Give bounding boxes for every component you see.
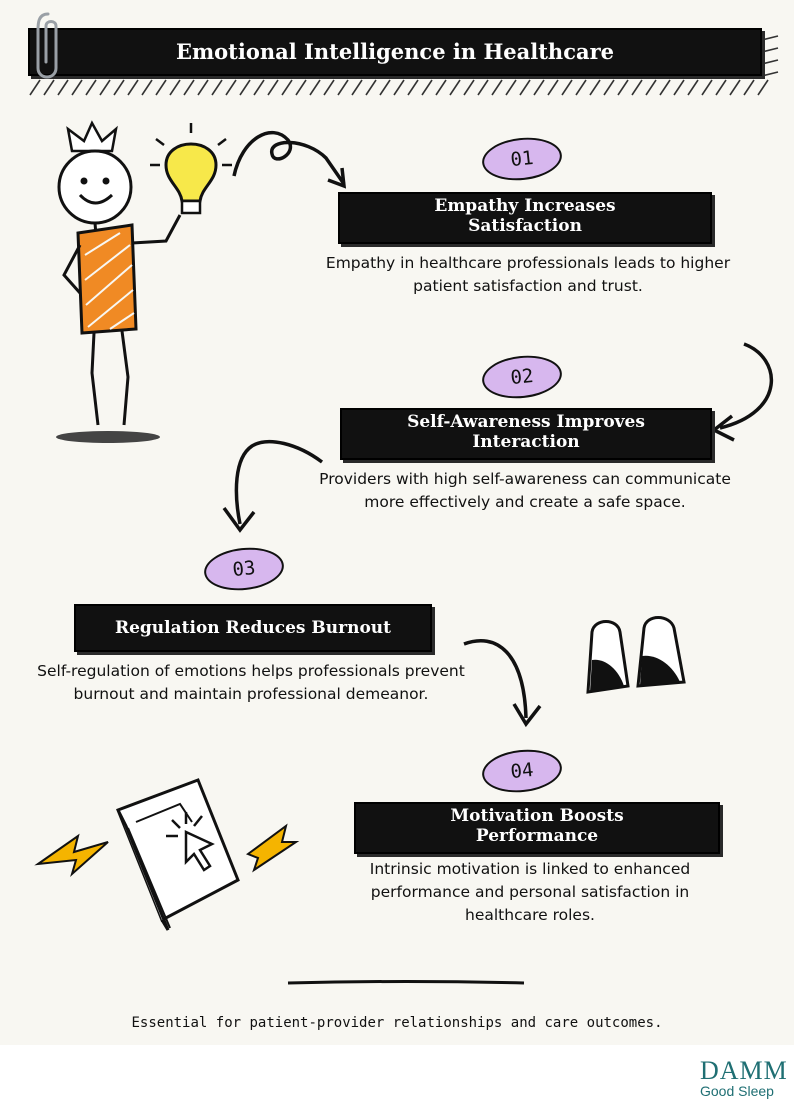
- step-number-02: 02: [509, 364, 535, 390]
- lightning-right-icon: [245, 823, 300, 873]
- stick-figure-illustration: [56, 120, 232, 443]
- step-number-04: 04: [509, 758, 535, 784]
- infographic-sheet: [0, 0, 794, 1045]
- step-text-02: Providers with high self-awareness can c…: [319, 470, 731, 511]
- bottom-strip: [0, 1045, 794, 1101]
- arrow-to-step3-icon: [222, 439, 324, 533]
- arrow-to-step4-icon: [463, 638, 542, 728]
- face-icon: [57, 149, 133, 225]
- shirt-icon: [76, 223, 138, 335]
- paperclip-icon: [36, 12, 58, 79]
- step-heading-banner-04: Motivation Boosts Performance: [354, 802, 720, 854]
- arrow-to-step1-icon: [232, 130, 347, 189]
- step-heading-03-line1: Regulation Reduces Burnout: [114, 618, 392, 638]
- step-heading-banner-01: Empathy Increases Satisfaction: [338, 192, 712, 244]
- book-illustration: [34, 778, 300, 931]
- footer-divider: [287, 980, 525, 985]
- step-text-03: Self-regulation of emotions helps profes…: [37, 662, 465, 703]
- step-text-01: Empathy in healthcare professionals lead…: [325, 254, 731, 295]
- step-heading-02-line2: Interaction: [472, 432, 580, 452]
- title-banner: Emotional Intelligence in Healthcare: [28, 28, 762, 76]
- step-text-04: Intrinsic motivation is linked to enhanc…: [369, 860, 691, 924]
- lightning-left-icon: [34, 833, 109, 878]
- step-number-01: 01: [509, 146, 535, 172]
- step-heading-04-line2: Performance: [475, 826, 599, 846]
- logo-tagline: Good Sleep: [700, 1083, 774, 1099]
- step-heading-01-line2: Satisfaction: [468, 216, 582, 236]
- step-heading-02-line1: Self-Awareness Improves: [407, 412, 645, 432]
- crown-icon: [66, 120, 118, 153]
- page-title: Emotional Intelligence in Healthcare: [175, 39, 615, 64]
- step-heading-04-line1: Motivation Boosts: [450, 806, 624, 826]
- footer-text: Essential for patient-provider relations…: [131, 1015, 663, 1031]
- title-hatching: [29, 35, 779, 96]
- quote-marks-icon: [586, 616, 686, 694]
- book-icon: [116, 778, 240, 931]
- arrow-to-step2-icon: [710, 342, 774, 442]
- step-heading-banner-03: Regulation Reduces Burnout: [74, 604, 432, 652]
- logo-wordmark: DAMM: [700, 1056, 788, 1085]
- lightbulb-icon: [150, 123, 232, 215]
- step-heading-banner-02: Self-Awareness Improves Interaction: [340, 408, 712, 460]
- brand-logo: DAMM Good Sleep: [700, 1056, 794, 1099]
- step-number-03: 03: [231, 556, 257, 582]
- step-heading-01-line1: Empathy Increases: [434, 196, 616, 216]
- cursor-click-icon: [166, 812, 215, 872]
